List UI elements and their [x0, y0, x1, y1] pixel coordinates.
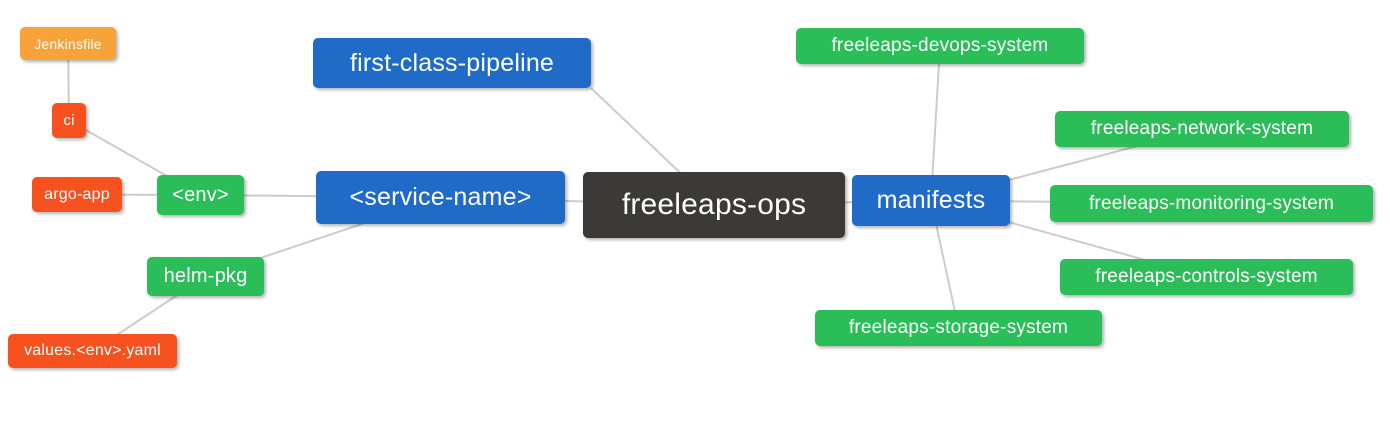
- node-freeleaps-network-system[interactable]: freeleaps-network-system: [1055, 111, 1349, 147]
- node-first-class-pipeline[interactable]: first-class-pipeline: [313, 38, 591, 88]
- node-service-name[interactable]: <service-name>: [316, 171, 565, 224]
- node-argo-app[interactable]: argo-app: [32, 177, 122, 212]
- node-freeleaps-monitoring-system[interactable]: freeleaps-monitoring-system: [1050, 185, 1373, 222]
- node-ci[interactable]: ci: [52, 103, 86, 138]
- node-freeleaps-storage-system[interactable]: freeleaps-storage-system: [815, 310, 1102, 346]
- node-helm-pkg[interactable]: helm-pkg: [147, 257, 264, 296]
- node-values-env-yaml[interactable]: values.<env>.yaml: [8, 334, 177, 368]
- node-freeleaps-devops-system[interactable]: freeleaps-devops-system: [796, 28, 1084, 64]
- node-env[interactable]: <env>: [157, 175, 244, 215]
- node-freeleaps-ops[interactable]: freeleaps-ops: [583, 172, 845, 238]
- node-manifests[interactable]: manifests: [852, 175, 1010, 226]
- edge-manifests-devops_system: [930, 45, 941, 201]
- node-jenkinsfile[interactable]: Jenkinsfile: [20, 27, 116, 60]
- node-freeleaps-controls-system[interactable]: freeleaps-controls-system: [1060, 259, 1353, 295]
